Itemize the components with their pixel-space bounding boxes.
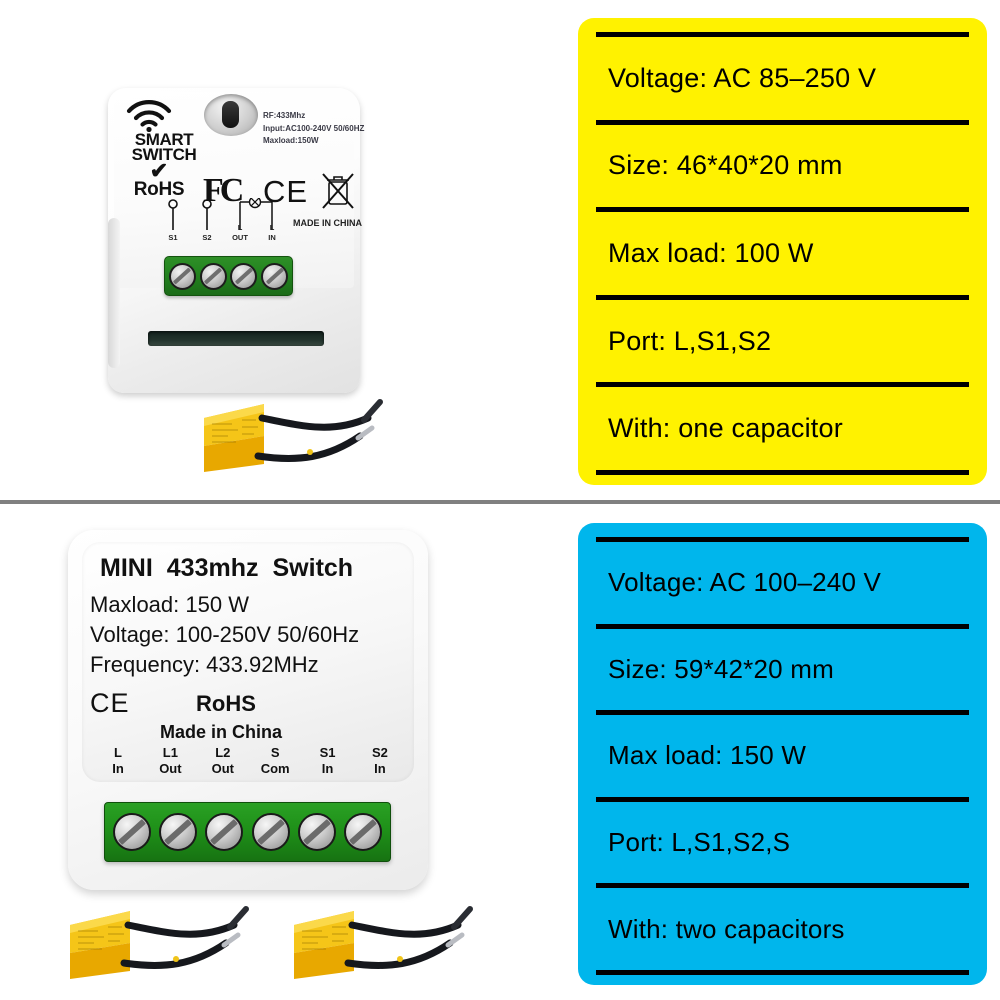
ce-mark-icon: CE: [90, 688, 130, 718]
spec-max-load-text: Max load: 100 W: [608, 237, 814, 268]
port-s1-sub: In: [321, 761, 334, 776]
port-wiring-diagram: [168, 198, 273, 230]
made-in-label: MADE IN CHINA: [293, 218, 362, 228]
spec-size-text: Size: 46*40*20 mm: [608, 150, 843, 181]
spec-row-size: Size: 59*42*20 mm: [596, 623, 969, 711]
screw-terminal: [261, 262, 289, 290]
spec-row-port: Port: L,S1,S2: [596, 294, 969, 383]
device-brand: SMART SWITCH: [116, 130, 212, 164]
device-printed-specs: RF:433Mhz Input:AC100-240V 50/60HZ Maxlo…: [263, 110, 364, 148]
spec-row-voltage: Voltage: AC 85–250 V: [596, 32, 969, 120]
section-divider: [0, 500, 1000, 504]
rohs-label: RoHS: [133, 179, 185, 200]
rohs-mark: ✔ RoHS: [120, 158, 198, 201]
spec-row-voltage: Voltage: AC 100–240 V: [596, 537, 969, 624]
device-left-bevel: [108, 218, 120, 368]
spec-port-text: Port: L,S1,S2: [608, 325, 772, 356]
bottom-spec-panel: Voltage: AC 100–240 V Size: 59*42*20 mm …: [578, 523, 987, 985]
device-title-switch: Switch: [272, 554, 354, 582]
printed-rf: RF:433Mhz: [263, 111, 306, 120]
capacitor-image: [204, 399, 383, 472]
port-label-l-in-top: L: [269, 223, 275, 232]
screw-terminal: [113, 813, 152, 851]
port-label-l-out-top: L: [237, 223, 243, 232]
smart-switch-device-image: SMART SWITCH RF:433Mhz Input:AC100-240V …: [108, 88, 364, 393]
push-button-knob: [222, 101, 239, 128]
spec-with-text: With: two capacitors: [608, 913, 845, 944]
screw-terminal: [199, 262, 227, 290]
device-title-freq: 433mhz: [166, 554, 259, 582]
screw-terminal: [343, 813, 382, 851]
port-s2-sub: In: [374, 761, 386, 776]
port-label-l-out: OUT: [232, 233, 248, 242]
checkmark-icon: ✔: [149, 158, 169, 183]
port-labels: L In L1 Out L2 Out S Com S1 In S2 In: [90, 745, 408, 777]
screw-terminal: [230, 262, 258, 290]
top-product-section: SMART SWITCH RF:433Mhz Input:AC100-240V …: [0, 0, 1000, 502]
rohs-label: RoHS: [196, 691, 256, 716]
port-label-s2: S2: [202, 233, 212, 242]
spec-voltage-text: Voltage: AC 100–240 V: [608, 567, 882, 598]
push-button: [204, 94, 258, 136]
spec-with-text: With: one capacitor: [608, 413, 843, 444]
printed-maxload: Maxload:150W: [263, 136, 319, 145]
port-s2-name: S2: [372, 745, 388, 760]
terminal-block: [104, 802, 391, 862]
port-l-sub: In: [112, 761, 124, 776]
port-l: L In: [98, 745, 138, 777]
port-l1-name: L1: [162, 745, 178, 760]
spec-row-max-load: Max load: 150 W: [596, 710, 969, 797]
port-s1: S1 In: [308, 745, 348, 777]
spec-row-max-load: Max load: 100 W: [596, 207, 969, 295]
screw-terminal: [159, 813, 198, 851]
port-label-l-in: IN: [268, 233, 276, 242]
spec-row-port: Port: L,S1,S2,S: [596, 796, 969, 884]
port-l1: L1 Out: [150, 745, 190, 777]
device-vent-slot: [148, 331, 324, 346]
ce-mark-icon: CE: [263, 174, 309, 209]
port-s-sub: Com: [260, 761, 290, 776]
device-maxload-line: Maxload: 150 W: [90, 592, 249, 617]
capacitor-image: [70, 906, 249, 979]
bottom-product-section: MINI 433mhz Switch Maxload: 150 W Voltage:…: [0, 505, 1000, 1000]
spec-row-with: With: one capacitor: [596, 382, 969, 475]
device-title: MINI 433mhz Switch: [100, 554, 353, 583]
port-s: S Com: [255, 745, 295, 777]
port-s1-name: S1: [319, 745, 336, 760]
device-title-mini: MINI: [100, 554, 153, 582]
top-spec-panel: Voltage: AC 85–250 V Size: 46*40*20 mm M…: [578, 18, 987, 485]
capacitor-image: [294, 906, 473, 979]
spec-row-with: With: two capacitors: [596, 883, 969, 975]
screw-terminal: [205, 813, 244, 851]
spec-row-size: Size: 46*40*20 mm: [596, 119, 969, 208]
spec-size-text: Size: 59*42*20 mm: [608, 653, 834, 684]
screw-terminal: [251, 813, 290, 851]
mini-switch-device-image: MINI 433mhz Switch Maxload: 150 W Voltage:…: [68, 530, 428, 890]
device-voltage-line: Voltage: 100-250V 50/60Hz: [90, 622, 360, 647]
brand-line-2: SWITCH: [131, 145, 197, 164]
made-in-label: Made in China: [160, 722, 283, 742]
brand-line-1: SMART: [134, 130, 194, 149]
port-l2-sub: Out: [211, 761, 234, 776]
port-l2-name: L2: [215, 745, 231, 760]
spec-port-text: Port: L,S1,S2,S: [608, 827, 791, 858]
device-label-face: [82, 542, 414, 782]
port-l1-sub: Out: [159, 761, 182, 776]
port-label-s1: S1: [168, 233, 178, 242]
weee-bin-icon: [322, 173, 354, 209]
terminal-block: [164, 256, 293, 296]
port-l-name: L: [114, 745, 122, 760]
spec-voltage-text: Voltage: AC 85–250 V: [608, 62, 877, 93]
screw-terminal: [168, 262, 196, 290]
printed-input: Input:AC100-240V 50/60HZ: [263, 123, 365, 133]
port-s2: S2 In: [360, 745, 400, 777]
wifi-icon: [126, 100, 172, 132]
spec-max-load-text: Max load: 150 W: [608, 740, 807, 771]
device-frequency-line: Frequency: 433.92MHz: [90, 652, 319, 677]
fc-mark-icon: FC: [203, 172, 244, 209]
screw-terminal: [297, 813, 336, 851]
port-s-name: S: [270, 745, 280, 760]
port-l2: L2 Out: [203, 745, 243, 777]
